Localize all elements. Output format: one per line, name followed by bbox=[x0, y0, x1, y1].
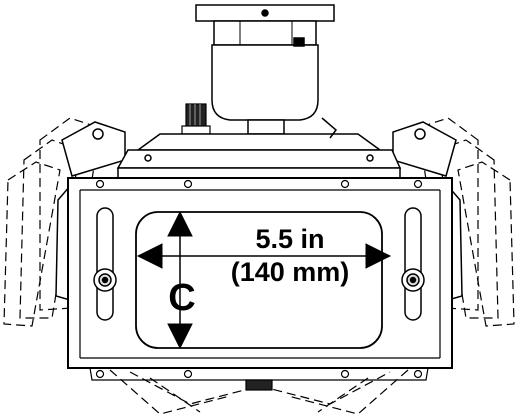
width-label-inches: 5.5 in bbox=[255, 224, 324, 254]
height-label: C bbox=[168, 277, 195, 319]
width-dimension-arrow bbox=[136, 243, 392, 269]
tilt-ghost-bottom bbox=[109, 369, 409, 415]
ceiling-plate bbox=[195, 4, 335, 22]
height-dimension-arrow bbox=[167, 210, 193, 350]
width-label-mm: (140 mm) bbox=[231, 257, 350, 287]
extension-column bbox=[211, 20, 319, 135]
bottom-knob bbox=[245, 379, 273, 391]
swivel-base bbox=[116, 117, 402, 179]
right-screw bbox=[401, 268, 425, 292]
left-slot bbox=[96, 207, 114, 321]
adjust-knob bbox=[181, 103, 211, 135]
left-screw bbox=[93, 268, 117, 292]
center-window bbox=[135, 211, 383, 349]
tilt-arm-right bbox=[392, 121, 463, 301]
right-slot bbox=[404, 207, 422, 321]
